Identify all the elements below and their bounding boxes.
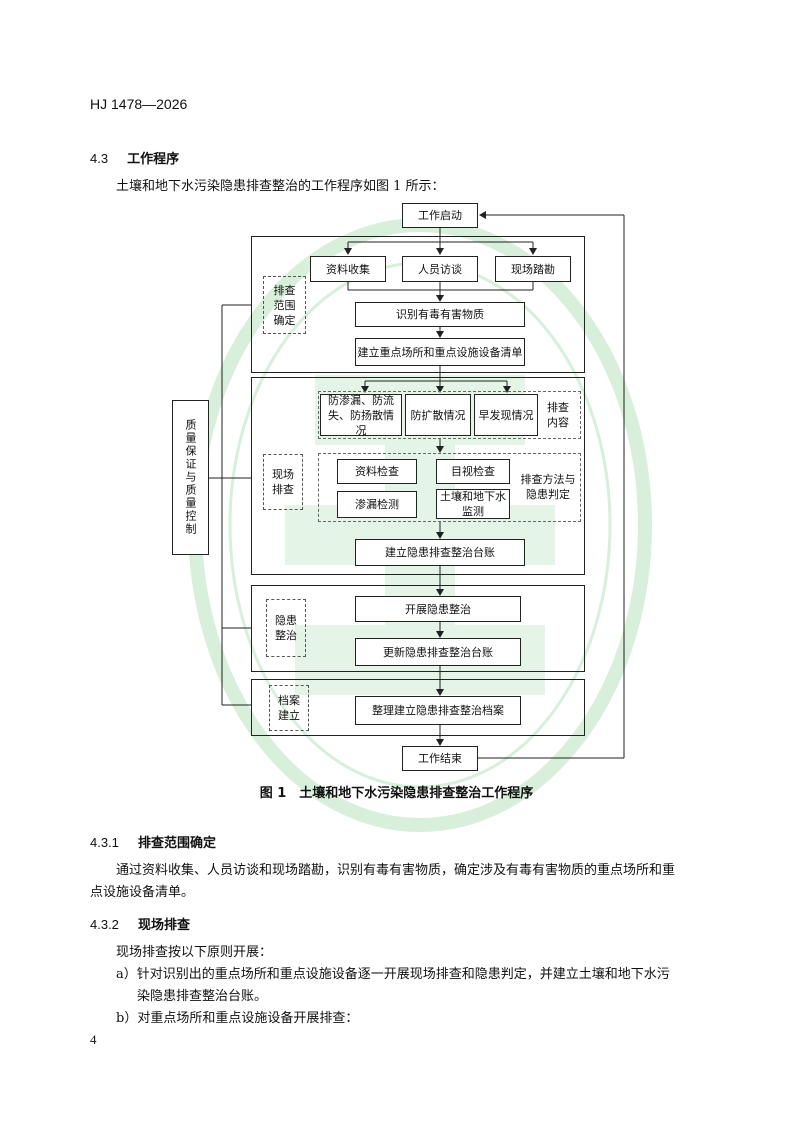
survey-node: 现场踏勘 xyxy=(495,256,571,282)
ledger-node: 建立隐患排查整治台账 xyxy=(355,539,525,566)
page-number: 4 xyxy=(90,1032,97,1047)
stage-onsite-frame xyxy=(251,377,585,575)
document-code: HJ 1478—2026 xyxy=(90,96,188,112)
method-node-1: 资料检查 xyxy=(337,459,417,484)
section-heading-4-3: 4.3 工作程序 xyxy=(90,148,179,167)
stage-archive-label: 档案建立 xyxy=(269,685,309,731)
rectify-node: 开展隐患整治 xyxy=(355,596,521,622)
archive-node: 整理建立隐患排查整治档案 xyxy=(355,696,521,725)
list-item-a: a）针对识别出的重点场所和重点设施设备逐一开展现场排查和隐患判定，并建立土壤和地… xyxy=(116,967,670,982)
interview-node: 人员访谈 xyxy=(402,256,478,282)
stage-rectify-frame xyxy=(251,585,585,672)
method-node-2: 目视检查 xyxy=(436,459,510,484)
content-group-label: 排查内容 xyxy=(547,401,569,429)
section-intro: 土壤和地下水污染隐患排查整治的工作程序如图 1 所示： xyxy=(116,179,445,194)
section-title: 工作程序 xyxy=(127,152,180,167)
method-node-3: 渗漏检测 xyxy=(337,491,417,518)
section-intro: 现场排查按以下原则开展： xyxy=(116,945,273,960)
section-title: 现场排查 xyxy=(138,918,191,933)
end-node: 工作结束 xyxy=(402,746,478,771)
quality-control-label: 质量保证与质量控制 xyxy=(184,419,197,536)
list-item-b: b）对重点场所和重点设施设备开展排查： xyxy=(116,1011,359,1026)
content-node-1: 防渗漏、防流失、防扬散情况 xyxy=(320,394,402,437)
identify-node: 识别有毒有害物质 xyxy=(355,302,525,327)
method-node-4: 土壤和地下水监测 xyxy=(436,489,510,519)
method-group xyxy=(318,453,581,522)
section-number: 4.3 xyxy=(90,151,109,166)
stage-scope-label: 排查范围确定 xyxy=(263,276,306,334)
figure-caption: 图 1 土壤和地下水污染隐患排查整治工作程序 xyxy=(259,786,534,801)
quality-control-node: 质量保证与质量控制 xyxy=(172,400,209,555)
content-node-2: 防扩散情况 xyxy=(405,394,471,436)
section-heading-4-3-1: 4.3.1 排查范围确定 xyxy=(90,832,216,851)
inventory-node: 建立重点场所和重点设施设备清单 xyxy=(355,338,525,366)
list-item-a-continued: 染隐患排查整治台账。 xyxy=(137,989,268,1004)
section-number: 4.3.1 xyxy=(90,835,119,850)
content-group xyxy=(318,391,581,439)
update-ledger-node: 更新隐患排查整治台账 xyxy=(355,638,521,666)
start-node: 工作启动 xyxy=(402,203,478,228)
section-number: 4.3.2 xyxy=(90,917,119,932)
method-group-label: 排查方法与隐患判定 xyxy=(520,473,576,501)
stage-archive-frame xyxy=(251,679,585,736)
paragraph-line: 通过资料收集、人员访谈和现场踏勘，识别有毒有害物质，确定涉及有毒有害物质的重点场… xyxy=(116,863,676,878)
paragraph-line: 点设施设备清单。 xyxy=(90,885,195,900)
stage-scope-frame xyxy=(251,236,585,373)
collect-node: 资料收集 xyxy=(310,256,386,282)
stage-onsite-label: 现场排查 xyxy=(263,454,303,510)
content-node-3: 早发现情况 xyxy=(474,394,538,436)
stage-rectify-label: 隐患整治 xyxy=(266,599,306,657)
section-title: 排查范围确定 xyxy=(138,836,217,851)
section-heading-4-3-2: 4.3.2 现场排查 xyxy=(90,914,190,933)
